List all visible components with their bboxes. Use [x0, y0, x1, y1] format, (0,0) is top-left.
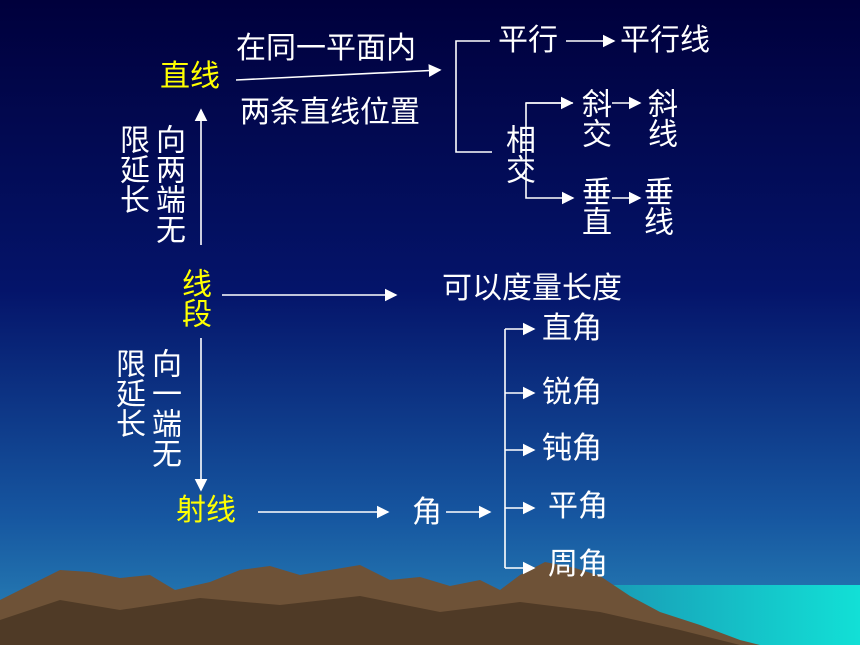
- angle-type-straight: 平角: [548, 489, 608, 524]
- oblique-label: 斜交: [576, 88, 611, 148]
- ray-label: 射线: [176, 493, 236, 528]
- ray-extend-col1: 向一端无: [146, 348, 181, 468]
- angle-type-acute: 锐角: [542, 375, 602, 410]
- angle-type-obtuse: 钝角: [542, 431, 602, 466]
- perpendicular-label: 垂直: [576, 176, 611, 236]
- angle-type-full: 周角: [548, 547, 608, 582]
- line-extend-col2: 限延长: [114, 124, 149, 214]
- perpendicular-line-label: 垂线: [638, 176, 673, 236]
- intersect-label: 相交: [500, 124, 535, 184]
- angle-type-right: 直角: [542, 311, 602, 346]
- segment-property: 可以度量长度: [442, 271, 622, 306]
- line-label: 直线: [160, 59, 220, 94]
- segment-label: 线段: [176, 268, 211, 328]
- condition-line1: 在同一平面内: [236, 31, 416, 66]
- angle-label: 角: [412, 495, 442, 530]
- parallel-line-label: 平行线: [620, 23, 710, 58]
- condition-line2: 两条直线位置: [240, 95, 420, 130]
- line-extend-col1: 向两端无: [150, 124, 185, 244]
- parallel-label: 平行: [498, 23, 558, 58]
- oblique-line-label: 斜线: [642, 88, 677, 148]
- ray-extend-col2: 限延长: [110, 348, 145, 438]
